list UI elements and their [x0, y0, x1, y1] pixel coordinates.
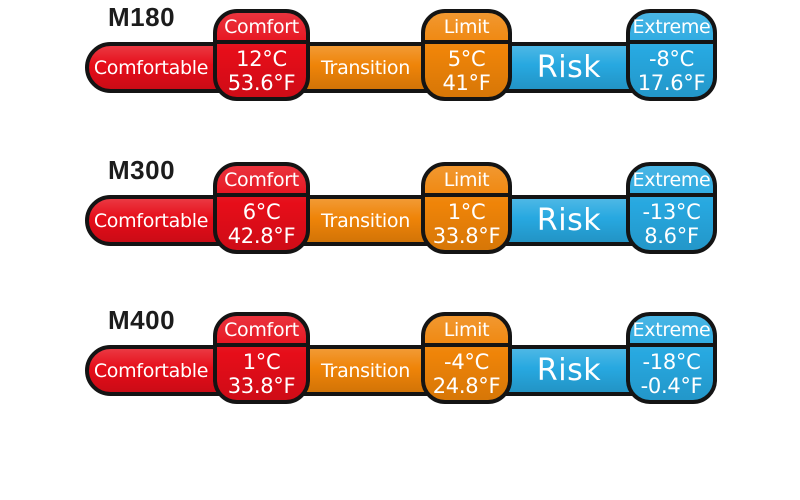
comfort-badge: Comfort 12°C 53.6°F	[213, 9, 310, 101]
transition-zone-label: Transition	[321, 56, 410, 79]
comfort-badge-values: 12°C 53.6°F	[217, 44, 306, 97]
comfort-celsius: 6°C	[242, 199, 281, 224]
limit-fahrenheit: 24.8°F	[432, 373, 501, 398]
comfort-fahrenheit: 33.8°F	[227, 373, 296, 398]
limit-badge-values: 1°C 33.8°F	[425, 197, 508, 250]
comfort-badge-values: 6°C 42.8°F	[217, 197, 306, 250]
model-label: M300	[108, 155, 176, 185]
comfort-celsius: 12°C	[236, 46, 287, 71]
comfort-celsius: 1°C	[242, 349, 281, 374]
limit-celsius: 5°C	[447, 46, 486, 71]
comfort-badge-title: Comfort	[217, 316, 306, 347]
extreme-fahrenheit: -0.4°F	[640, 373, 703, 398]
temperature-band: Comfortable Transition Risk	[85, 195, 690, 246]
comfort-badge-values: 1°C 33.8°F	[217, 347, 306, 400]
extreme-badge-values: -8°C 17.6°F	[630, 44, 713, 97]
extreme-fahrenheit: 8.6°F	[644, 223, 699, 248]
comfortable-zone-label: Comfortable	[93, 209, 209, 232]
limit-badge-title: Limit	[425, 166, 508, 197]
extreme-badge: Extreme -8°C 17.6°F	[626, 9, 717, 101]
transition-zone-label: Transition	[321, 209, 410, 232]
extreme-celsius: -13°C	[642, 199, 701, 224]
risk-zone-label: Risk	[536, 353, 602, 388]
rating-row-m300: M300 Comfortable Transition Risk Comfort…	[0, 153, 800, 303]
limit-fahrenheit: 41°F	[442, 70, 491, 95]
transition-zone-label: Transition	[321, 359, 410, 382]
extreme-badge-title: Extreme	[630, 166, 713, 197]
extreme-celsius: -8°C	[649, 46, 694, 71]
temperature-band: Comfortable Transition Risk	[85, 42, 690, 93]
comfort-badge: Comfort 1°C 33.8°F	[213, 312, 310, 404]
limit-badge-values: 5°C 41°F	[425, 44, 508, 97]
extreme-badge: Extreme -13°C 8.6°F	[626, 162, 717, 254]
risk-zone-label: Risk	[536, 50, 602, 85]
extreme-celsius: -18°C	[642, 349, 701, 374]
comfort-badge-title: Comfort	[217, 166, 306, 197]
limit-badge-title: Limit	[425, 13, 508, 44]
temperature-band: Comfortable Transition Risk	[85, 345, 690, 396]
extreme-badge-values: -18°C -0.4°F	[630, 347, 713, 400]
rating-row-m180: M180 Comfortable Transition Risk Comfort…	[0, 0, 800, 150]
limit-fahrenheit: 33.8°F	[432, 223, 501, 248]
limit-celsius: -4°C	[444, 349, 489, 374]
extreme-badge: Extreme -18°C -0.4°F	[626, 312, 717, 404]
risk-zone-label: Risk	[536, 203, 602, 238]
rating-row-m400: M400 Comfortable Transition Risk Comfort…	[0, 303, 800, 453]
extreme-badge-title: Extreme	[630, 316, 713, 347]
comfortable-zone-label: Comfortable	[93, 359, 209, 382]
limit-celsius: 1°C	[447, 199, 486, 224]
limit-badge: Limit -4°C 24.8°F	[421, 312, 512, 404]
comfort-badge: Comfort 6°C 42.8°F	[213, 162, 310, 254]
comfortable-zone-label: Comfortable	[93, 56, 209, 79]
extreme-badge-title: Extreme	[630, 13, 713, 44]
comfort-fahrenheit: 53.6°F	[227, 70, 296, 95]
comfort-fahrenheit: 42.8°F	[227, 223, 296, 248]
comfort-badge-title: Comfort	[217, 13, 306, 44]
limit-badge: Limit 1°C 33.8°F	[421, 162, 512, 254]
limit-badge-values: -4°C 24.8°F	[425, 347, 508, 400]
model-label: M180	[108, 2, 176, 32]
model-label: M400	[108, 305, 176, 335]
extreme-badge-values: -13°C 8.6°F	[630, 197, 713, 250]
extreme-fahrenheit: 17.6°F	[637, 70, 706, 95]
limit-badge-title: Limit	[425, 316, 508, 347]
limit-badge: Limit 5°C 41°F	[421, 9, 512, 101]
